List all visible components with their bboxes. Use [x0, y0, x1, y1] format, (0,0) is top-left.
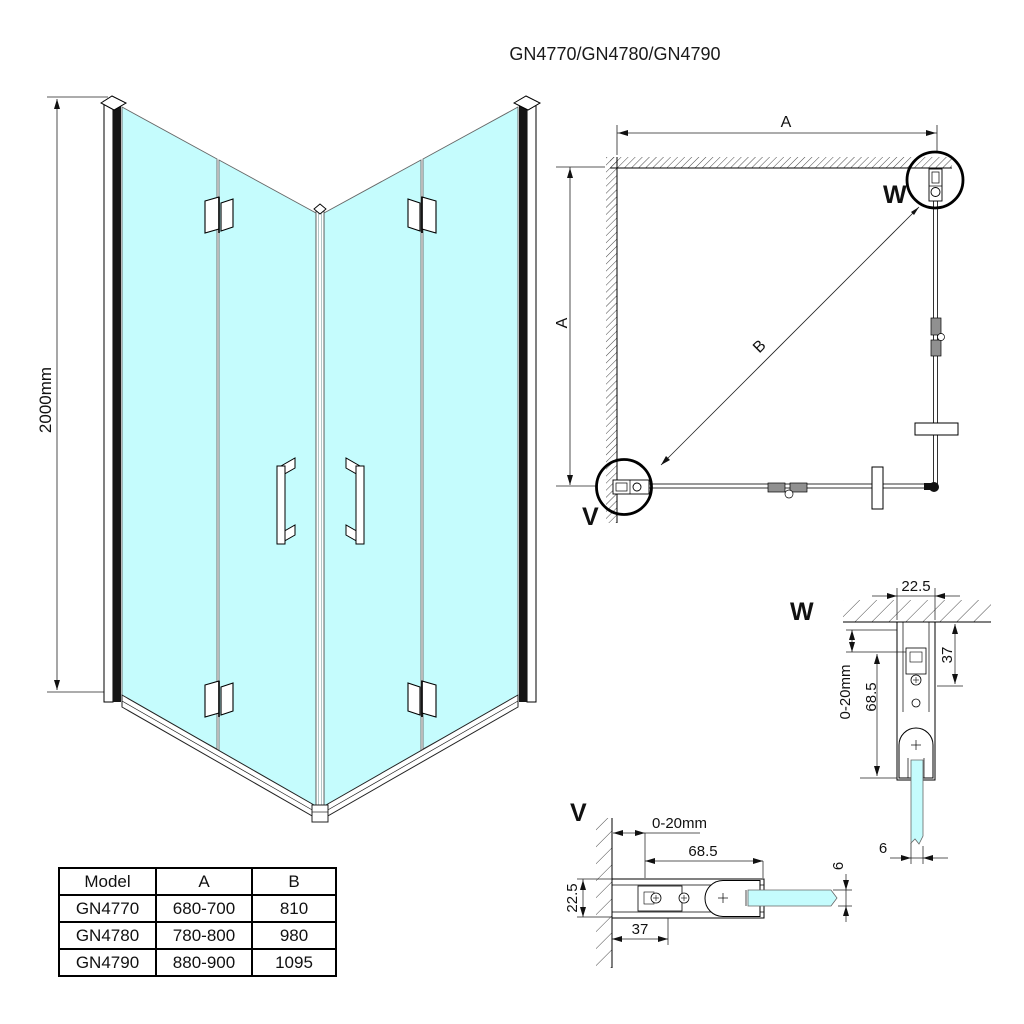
table-row: GN4770 680-700 810 — [58, 894, 337, 923]
height-dimension — [47, 96, 108, 693]
detail-marker-w: W — [883, 150, 965, 210]
table-header-row: Model A B — [58, 867, 337, 896]
plan-handle-bottom — [871, 466, 884, 510]
v-dim-wall-offset: 22.5 — [564, 883, 581, 912]
detail-w-label: W — [790, 598, 814, 626]
wall-hatch — [596, 818, 612, 968]
handle-left — [276, 457, 296, 545]
ceiling-hatch — [843, 600, 991, 622]
glass-panels — [121, 106, 519, 808]
v-glass-panel — [747, 889, 838, 907]
cell-model: GN4790 — [58, 948, 157, 977]
front-view: 2000mm — [36, 95, 542, 823]
detail-w-view: W — [790, 578, 991, 864]
cell-b: 810 — [251, 894, 337, 923]
w-dim-wall-offset: 22.5 — [901, 578, 930, 595]
spec-table: Model A B GN4770 680-700 810 GN4780 780-… — [58, 867, 337, 977]
v-dim-arrows — [580, 830, 849, 942]
table-row: GN4780 780-800 980 — [58, 921, 337, 950]
glass-panel-right-outer — [422, 106, 519, 750]
top-wall-hatch — [610, 157, 952, 168]
plan-handle-right — [914, 422, 959, 436]
arrow-up — [54, 99, 60, 109]
cell-a: 880-900 — [155, 948, 253, 977]
col-header-b: B — [251, 867, 337, 896]
plan-depth-label: A — [554, 317, 571, 328]
plan-detail-w-label: W — [883, 181, 907, 209]
w-dim-glass: 6 — [879, 840, 887, 857]
col-header-model: Model — [58, 867, 157, 896]
cell-a: 680-700 — [155, 894, 253, 923]
table-row: GN4790 880-900 1095 — [58, 948, 337, 977]
hinges — [204, 196, 437, 718]
glass-panel-right-inner — [323, 159, 422, 808]
cell-model: GN4770 — [58, 894, 157, 923]
glass-panel-left-outer — [121, 106, 218, 750]
page-title: GN4770/GN4780/GN4790 — [509, 44, 721, 64]
detail-v-view: V — [564, 799, 852, 968]
detail-marker-v: V — [582, 458, 653, 531]
hinge-upper-right — [407, 196, 437, 234]
cell-model: GN4780 — [58, 921, 157, 950]
plan-view: A A B — [554, 114, 965, 531]
plan-width-label: A — [781, 114, 792, 131]
hinge-lower-right — [407, 680, 437, 718]
v-dim-width: 68.5 — [688, 843, 717, 860]
bottom-rails — [121, 694, 519, 823]
detail-v-label: V — [570, 799, 587, 827]
left-wall-profile — [100, 95, 128, 703]
w-profile-body — [896, 621, 936, 781]
v-dim-adjust: 0-20mm — [652, 815, 707, 832]
right-wall-profile — [512, 95, 542, 703]
plan-width-dimension — [616, 125, 938, 155]
w-dim-arrows — [849, 593, 958, 861]
arrow-down — [54, 680, 60, 690]
w-glass-panel — [910, 759, 924, 845]
w-dim-profile-depth: 37 — [939, 647, 956, 664]
cell-a: 780-800 — [155, 921, 253, 950]
w-dim-height: 68.5 — [863, 682, 880, 711]
door-handles — [276, 457, 365, 545]
handle-right — [345, 457, 365, 545]
v-dim-depth: 37 — [632, 921, 649, 938]
plan-depth-dimension — [556, 166, 605, 487]
hinge-lower-left — [204, 680, 234, 718]
left-wall-hatch — [606, 157, 617, 523]
hinge-upper-left — [204, 196, 234, 234]
plan-detail-v-label: V — [582, 503, 599, 531]
v-profile-body — [611, 878, 765, 919]
height-dim-label: 2000mm — [36, 367, 55, 433]
plan-diagonal-label: B — [750, 337, 770, 357]
v-dim-glass: 6 — [830, 862, 847, 870]
plan-doors — [648, 200, 959, 510]
col-header-a: A — [155, 867, 253, 896]
cell-b: 1095 — [251, 948, 337, 977]
diagonal-line — [660, 206, 920, 466]
cell-b: 980 — [251, 921, 337, 950]
corner-post — [313, 203, 327, 812]
w-dim-adjust: 0-20mm — [837, 664, 854, 719]
